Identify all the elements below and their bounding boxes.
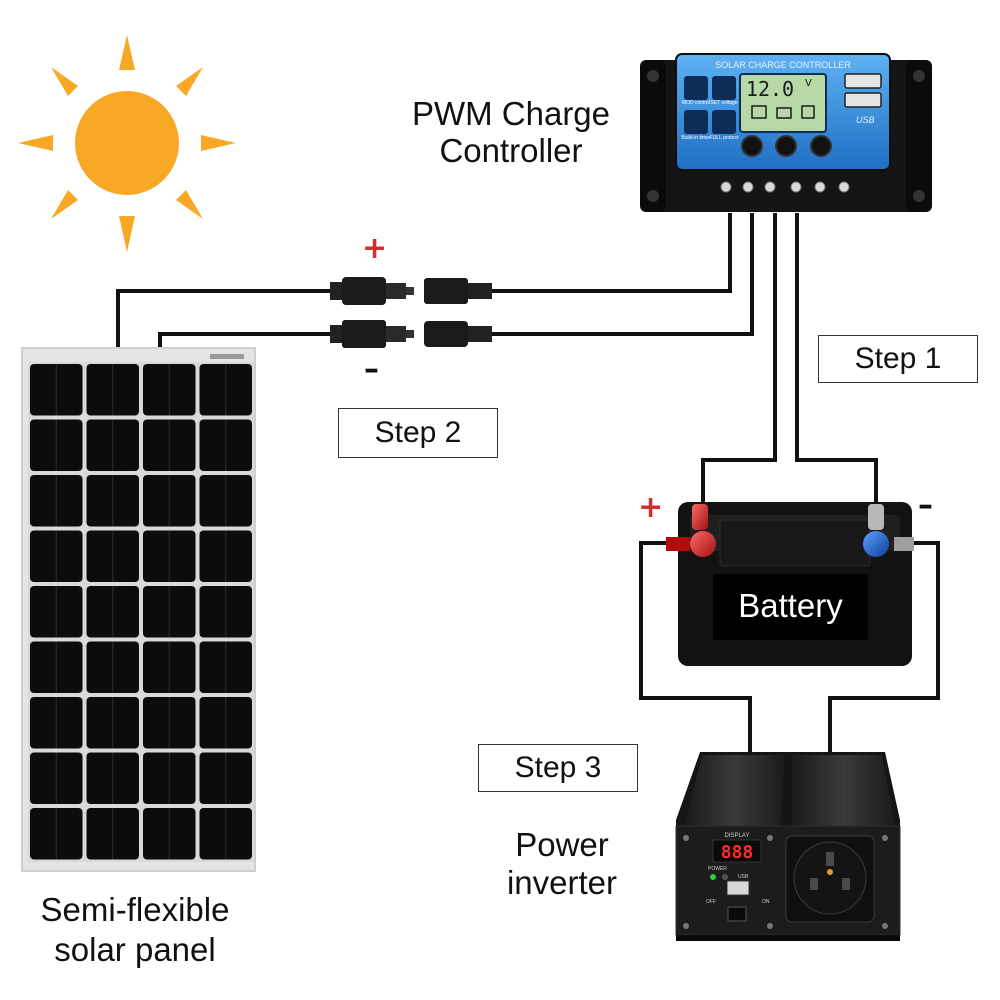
- controller-lcd-unit: V: [805, 78, 812, 89]
- charge-controller: SOLAR CHARGE CONTROLLER MOD control SET …: [640, 53, 932, 212]
- svg-text:USB: USB: [738, 874, 749, 880]
- panel-caption: Semi-flexible solar panel: [20, 890, 250, 970]
- battery-negative-terminal: [863, 504, 914, 557]
- battery-label: Battery: [738, 587, 843, 624]
- controller-title-line1: PWM Charge: [411, 95, 611, 132]
- inverter-caption-line1: Power: [515, 826, 609, 863]
- step-2-box: Step 2: [338, 408, 498, 458]
- mc4-minus-sign: –: [364, 352, 379, 387]
- svg-text:ON: ON: [762, 899, 770, 905]
- svg-text:Build-in timer: Build-in timer: [681, 135, 711, 141]
- inverter-led-off: [722, 874, 728, 880]
- inverter-power-label: POWER: [708, 866, 727, 872]
- solar-panel: [21, 347, 256, 872]
- controller-button-menu: [741, 135, 763, 157]
- sun-icon: [18, 35, 236, 252]
- inverter-caption: Power inverter: [488, 826, 636, 902]
- mc4-connector-positive: [330, 277, 492, 305]
- controller-terminals: [720, 181, 850, 193]
- controller-pv-positive-wire: [490, 213, 732, 293]
- panel-caption-line2: solar panel: [54, 931, 216, 968]
- inverter-usb-port: [726, 880, 750, 896]
- inverter-readout: 888: [721, 842, 754, 863]
- controller-title-line2: Controller: [439, 132, 583, 169]
- svg-text:OFF: OFF: [706, 899, 716, 905]
- svg-text:FULL protect: FULL protect: [710, 135, 739, 141]
- step-1-box: Step 1: [818, 335, 978, 383]
- svg-text:SET voltage: SET voltage: [710, 100, 737, 106]
- solar-positive-wire: [116, 289, 340, 355]
- controller-header: SOLAR CHARGE CONTROLLER: [715, 60, 851, 70]
- controller-battery-negative-wire: [795, 213, 878, 510]
- controller-button-up: [775, 135, 797, 157]
- controller-title: PWM Charge Controller: [398, 95, 624, 169]
- inverter-display: [712, 839, 762, 863]
- power-inverter: 888 DISPLAY POWER USB OFF ON: [675, 752, 901, 941]
- battery-inverter-positive-wire: [639, 541, 752, 752]
- wires: [116, 213, 940, 752]
- battery-inverter-negative-wire: [828, 541, 940, 752]
- inverter-display-label: DISPLAY: [725, 833, 750, 839]
- controller-pv-negative-wire: [490, 213, 754, 336]
- inverter-caption-line2: inverter: [506, 864, 618, 901]
- battery-positive-terminal: [666, 504, 716, 557]
- mc4-plus-sign: +: [362, 231, 388, 266]
- controller-lcd-value: 12.0: [746, 77, 794, 101]
- controller-battery-positive-wire: [701, 213, 777, 510]
- step-3-box: Step 3: [478, 744, 638, 792]
- panel-caption-line1: Semi-flexible: [40, 891, 230, 928]
- svg-text:MOD control: MOD control: [682, 100, 710, 106]
- battery-plus-sign: +: [638, 490, 664, 525]
- controller-usb-port-1: [844, 73, 882, 89]
- inverter-led-green: [710, 874, 716, 880]
- inverter-power-switch: [727, 906, 747, 922]
- controller-button-down: [810, 135, 832, 157]
- mc4-connector-negative: [330, 320, 492, 348]
- battery: [666, 502, 914, 666]
- controller-usb-port-2: [844, 92, 882, 108]
- controller-mode-icons: MOD control SET voltage Build-in timer F…: [681, 76, 739, 141]
- controller-usb-label: USB: [856, 115, 875, 125]
- battery-minus-sign: –: [918, 488, 933, 523]
